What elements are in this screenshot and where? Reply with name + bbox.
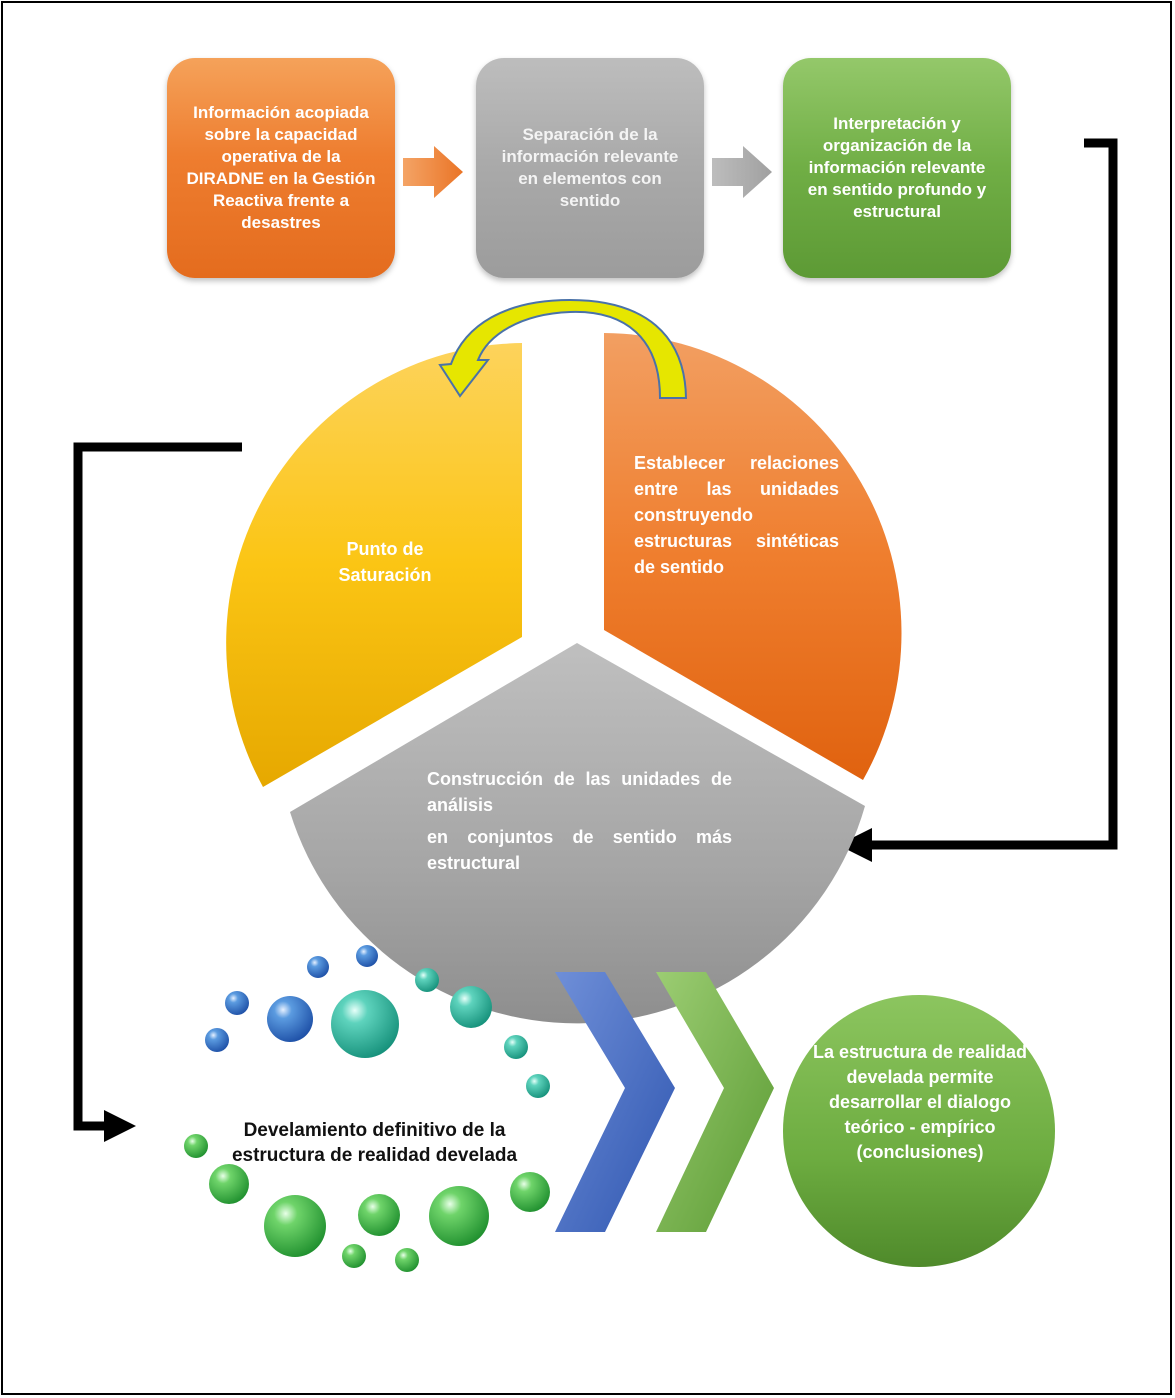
bubble [264, 1195, 326, 1257]
bubble [429, 1186, 489, 1246]
chevron-right-icon [555, 972, 675, 1232]
conclusion-label: La estructura de realidad develada permi… [812, 1042, 1028, 1162]
bubble [510, 1172, 550, 1212]
bubble [342, 1244, 366, 1268]
connector-right [868, 138, 1118, 850]
arrowhead-left-icon [838, 828, 872, 862]
process-box-text: Separación de la información relevante e… [501, 125, 679, 210]
curved-arrow-icon [438, 298, 688, 399]
bubble [307, 956, 329, 978]
segment-relaciones-label: Establecer relaciones entre las unidades… [634, 453, 839, 577]
right-arrow-icon [403, 146, 463, 198]
bubble [395, 1248, 419, 1272]
develamiento-label: Develamiento definitivo de la estructura… [231, 1120, 518, 1166]
bubble-ring [184, 945, 550, 1272]
bubble [526, 1074, 550, 1098]
bubble [356, 945, 378, 967]
process-box-informacion: Información acopiada sobre la capacidad … [167, 58, 395, 278]
process-box-text: Interpretación y organización de la info… [807, 114, 987, 221]
bubble [331, 990, 399, 1058]
segment-saturacion-label: Punto de Saturación [338, 539, 432, 585]
bubble [504, 1035, 528, 1059]
bubble [225, 991, 249, 1015]
bubble [450, 986, 492, 1028]
segment-construccion-label: Construcción de las unidades de análisis… [427, 766, 732, 882]
chevron-right-icon [656, 972, 774, 1232]
arrowhead-right-icon [104, 1110, 136, 1142]
bubble [205, 1028, 229, 1052]
conclusion-circle [783, 995, 1055, 1267]
bubble [358, 1194, 400, 1236]
connector-left [73, 442, 242, 1131]
bubble [267, 996, 313, 1042]
cycle-segment-yellow [226, 343, 522, 787]
process-box-interpretacion: Interpretación y organización de la info… [783, 58, 1011, 278]
cycle-segment-orange [604, 333, 902, 780]
bubble [184, 1134, 208, 1158]
process-box-text: Información acopiada sobre la capacidad … [186, 103, 376, 232]
bubble [209, 1164, 249, 1204]
segment-construccion-line1: Construcción de las unidades de análisis [427, 769, 732, 815]
process-box-separacion: Separación de la información relevante e… [476, 58, 704, 278]
segment-construccion-line2: en conjuntos de sentido más estructural [427, 827, 732, 873]
right-arrow-icon [712, 146, 772, 198]
bubble [415, 968, 439, 992]
cycle-segment-gray [290, 643, 865, 1024]
